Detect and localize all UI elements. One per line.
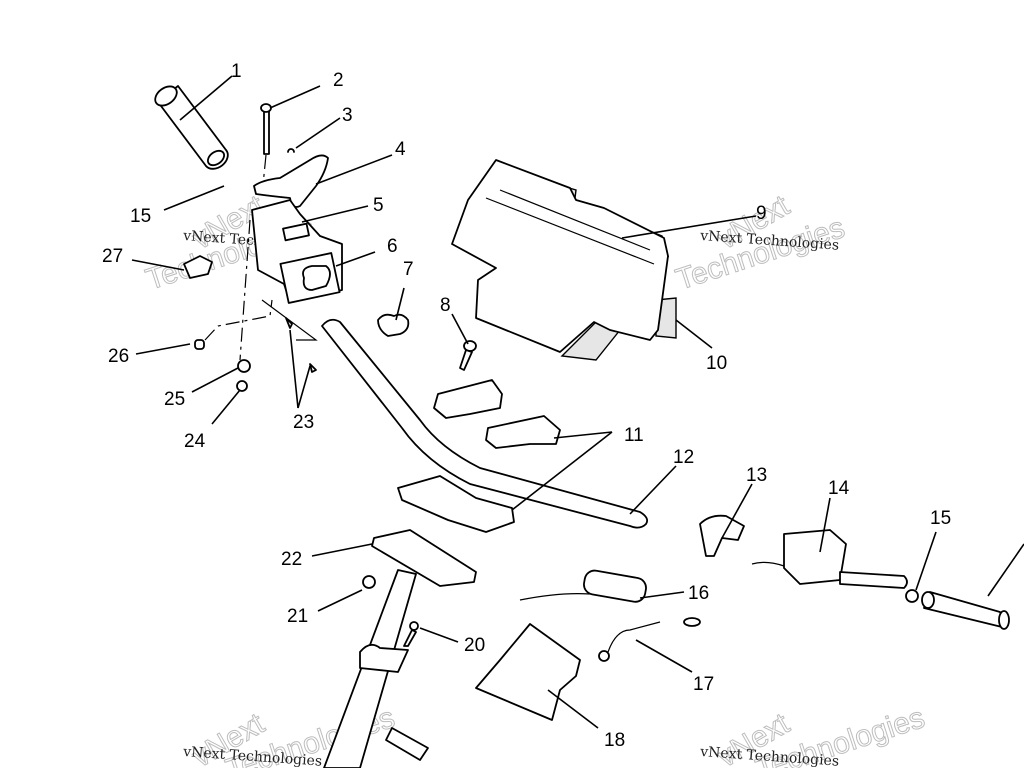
part-tether [598,617,701,662]
part-end-cap-right [905,589,919,603]
callout-11: 11 [624,425,644,446]
part-cap-nut [194,339,205,350]
part-handlebar-clamps [397,379,561,533]
callout-20: 20 [464,635,485,656]
part-washer [237,359,251,373]
callout-18: 18 [604,730,625,751]
leader-lines [131,75,1024,729]
watermark-top-right: Technologies vNext vNext Technologies [671,188,849,297]
assembly-line [261,299,318,341]
part-brake-assembly [751,529,908,589]
part-lock-washer [236,380,248,392]
callout-15-right: 15 [930,508,951,529]
part-pin [260,103,272,186]
callout-25: 25 [164,389,185,410]
part-bolt [459,340,477,371]
callout-16: 16 [688,583,709,604]
part-throttle-lever [699,514,745,557]
part-switch-housing [251,199,343,304]
part-switch-27 [183,255,213,279]
callout-1: 1 [231,61,242,82]
callout-7: 7 [403,259,414,280]
callout-14: 14 [828,478,850,499]
part-nut [362,575,376,589]
callout-15-left: 15 [130,206,151,227]
callout-labels: 1 2 3 4 5 6 7 8 9 10 11 12 13 14 15 15 1… [102,61,951,751]
assembly-line [204,299,273,341]
part-right-grip [921,591,1010,630]
callout-27: 27 [102,246,123,267]
callout-5: 5 [373,195,384,216]
callout-3: 3 [342,105,353,126]
callout-23: 23 [293,412,314,433]
callout-4: 4 [395,139,406,160]
callout-9: 9 [756,203,767,224]
part-screw-23a [285,317,293,329]
callout-21: 21 [287,606,308,627]
callout-24: 24 [184,431,206,452]
assembly-line [239,219,251,361]
callout-22: 22 [281,549,302,570]
callout-26: 26 [108,346,129,367]
part-bracket-plate [475,623,581,721]
callout-17: 17 [693,674,714,695]
callout-13: 13 [746,465,767,486]
callout-8: 8 [440,295,451,316]
watermark-bottom-right: Technologies vNext vNext Technologies [699,701,929,768]
part-handlebar [321,318,649,529]
part-lever-bracket [253,154,329,208]
part-screw-23b [309,363,317,373]
callout-10: 10 [706,353,727,374]
part-left-grip [154,85,229,170]
part-hood-cover [451,159,677,361]
callout-6: 6 [387,236,398,257]
part-mounting-plate [371,529,477,587]
part-clip [287,148,295,153]
part-screw [403,621,419,647]
part-coiled-cable [519,569,647,603]
part-steering-post [323,569,429,768]
callout-12: 12 [673,447,694,468]
callout-2: 2 [333,70,344,91]
part-small-clamp [377,313,410,337]
